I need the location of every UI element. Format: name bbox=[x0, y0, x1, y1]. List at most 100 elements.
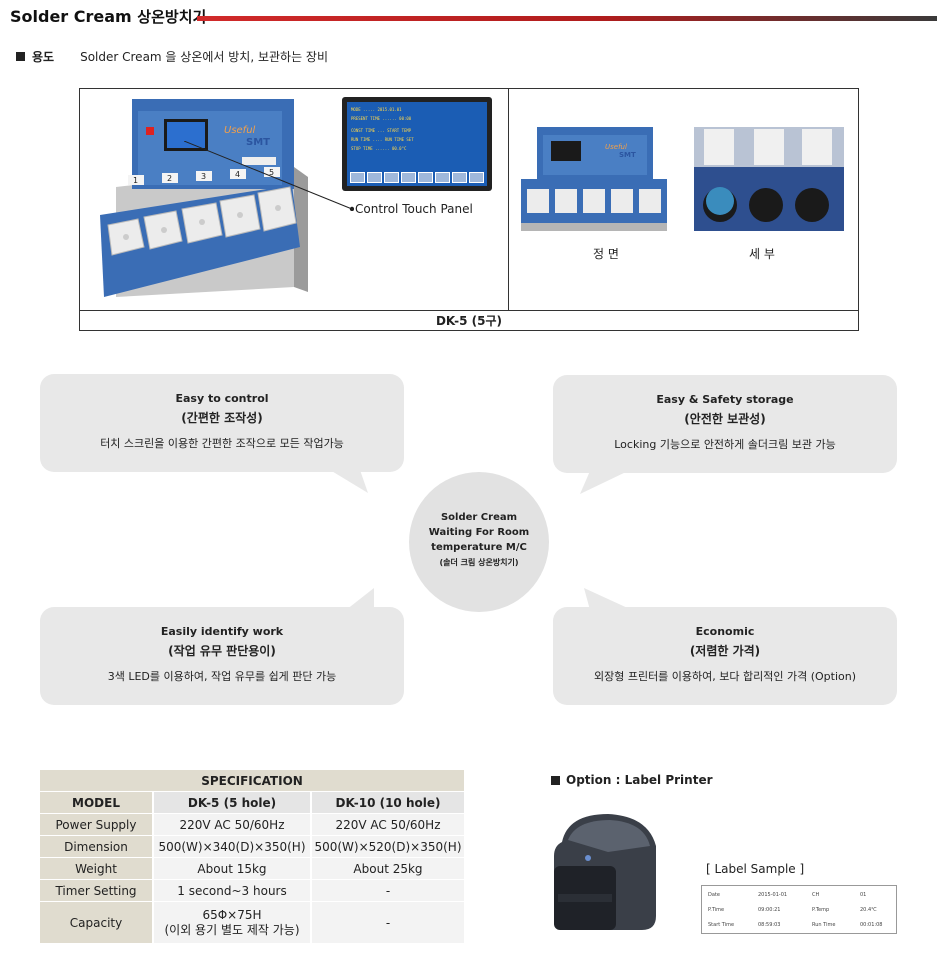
front-brand-smt: SMT bbox=[619, 151, 636, 159]
feature-desc: 터치 스크린을 이용한 간편한 조작으로 모든 작업가능 bbox=[100, 437, 344, 450]
page-title-en: Solder Cream bbox=[10, 7, 132, 26]
header-rule bbox=[197, 16, 937, 21]
square-bullet-icon bbox=[16, 52, 25, 61]
brand-smt: SMT bbox=[246, 137, 270, 148]
spec-row-label: Weight bbox=[40, 858, 154, 880]
capacity-line: (이외 용기 별도 제작 가능) bbox=[164, 922, 300, 937]
page-title: Solder Cream 상온방치기 bbox=[10, 6, 206, 27]
option-title-text: Option : Label Printer bbox=[566, 773, 713, 787]
feature-title-en: Easy to control bbox=[175, 392, 269, 405]
spec-cell: - bbox=[312, 880, 466, 902]
center-line: Solder Cream bbox=[440, 512, 518, 523]
detail-view-image bbox=[694, 127, 844, 231]
feature-title-ko: (간편한 조작성) bbox=[181, 411, 263, 425]
front-brand-useful: Useful bbox=[605, 143, 627, 151]
spec-row-label: Capacity bbox=[40, 902, 154, 944]
touch-panel-image: MODE ..... 2015.01.01 PRESENT TIME .....… bbox=[342, 97, 492, 191]
spec-header-dk10: DK-10 (10 hole) bbox=[312, 792, 466, 814]
label-key: Date bbox=[708, 892, 720, 898]
feature-title-en: Easy & Safety storage bbox=[656, 393, 794, 406]
spec-cell: 65Φ×75H (이외 용기 별도 제작 가능) bbox=[154, 902, 312, 944]
square-bullet-icon bbox=[551, 775, 560, 785]
hole-number: 2 bbox=[167, 174, 172, 183]
label-value: 08:59:03 bbox=[758, 922, 781, 928]
feature-title-ko: (작업 유무 판단용이) bbox=[168, 644, 276, 658]
side-photos-cell: Useful SMT 정 면 세 부 bbox=[509, 89, 859, 310]
feature-desc: 3색 LED를 이용하여, 작업 유무를 쉽게 판단 가능 bbox=[107, 670, 337, 683]
table-row: Capacity 65Φ×75H (이외 용기 별도 제작 가능) - bbox=[40, 902, 466, 944]
label-value: 20.4℃ bbox=[860, 907, 877, 913]
spec-cell: About 25kg bbox=[312, 858, 466, 880]
feature-card-economic: Economic (저렴한 가격) 외장형 프린터를 이용하여, 보다 합리적인… bbox=[553, 607, 897, 705]
hole-number: 3 bbox=[201, 172, 206, 181]
center-circle: Solder Cream Waiting For Room temperatur… bbox=[409, 472, 549, 612]
feature-desc: Locking 기능으로 안전하게 솔더크림 보관 가능 bbox=[614, 438, 836, 451]
spec-cell: - bbox=[312, 902, 466, 944]
label-value: 01 bbox=[860, 892, 867, 898]
detail-view-label: 세 부 bbox=[749, 247, 775, 261]
main-photo-cell: Useful SMT 1 2 3 4 5 bbox=[80, 89, 509, 310]
label-value: 09:00:21 bbox=[758, 907, 781, 913]
hole-number: 1 bbox=[133, 176, 138, 185]
feature-card-control: Easy to control (간편한 조작성) 터치 스크린을 이용한 간편… bbox=[40, 374, 404, 472]
label-key: P.Temp bbox=[812, 907, 830, 913]
feature-title-ko: (안전한 보관성) bbox=[684, 412, 766, 426]
spec-header-model: MODEL bbox=[40, 792, 154, 814]
hole-number: 5 bbox=[269, 168, 274, 177]
page-header: Solder Cream 상온방치기 bbox=[0, 0, 937, 40]
label-key: Run Time bbox=[812, 922, 836, 928]
speech-tail bbox=[330, 470, 368, 493]
table-row: Power Supply 220V AC 50/60Hz 220V AC 50/… bbox=[40, 814, 466, 836]
callout-label: Control Touch Panel bbox=[355, 202, 473, 216]
center-sub: (솔더 크림 상온방치기) bbox=[439, 558, 519, 567]
center-line: Waiting For Room bbox=[428, 527, 530, 538]
spec-cell: 500(W)×340(D)×350(H) bbox=[154, 836, 312, 858]
center-line: temperature M/C bbox=[431, 542, 527, 553]
feature-title-ko: (저렴한 가격) bbox=[689, 644, 761, 658]
spec-header-dk5: DK-5 (5 hole) bbox=[154, 792, 312, 814]
feature-card-identify: Easily identify work (작업 유무 판단용이) 3색 LED… bbox=[40, 607, 404, 705]
label-value: 00:01:08 bbox=[860, 922, 883, 928]
table-row: Dimension 500(W)×340(D)×350(H) 500(W)×52… bbox=[40, 836, 466, 858]
label-sample: Date 2015-01-01 CH 01 P.Time 09:00:21 P.… bbox=[701, 885, 897, 934]
table-row: Weight About 15kg About 25kg bbox=[40, 858, 466, 880]
spec-cell: 220V AC 50/60Hz bbox=[154, 814, 312, 836]
speech-tail bbox=[584, 588, 632, 610]
spec-cell: 220V AC 50/60Hz bbox=[312, 814, 466, 836]
spec-table: SPECIFICATION MODEL DK-5 (5 hole) DK-10 … bbox=[40, 770, 466, 944]
label-key: CH bbox=[812, 892, 820, 898]
speech-tail bbox=[346, 588, 374, 610]
spec-row-label: Timer Setting bbox=[40, 880, 154, 902]
label-printer-image bbox=[554, 814, 656, 930]
feature-desc: 외장형 프린터를 이용하여, 보다 합리적인 가격 (Option) bbox=[593, 670, 857, 683]
model-caption: DK-5 (5구) bbox=[80, 310, 858, 330]
speech-tail bbox=[580, 471, 628, 494]
front-view-label: 정 면 bbox=[593, 247, 619, 261]
capacity-line: 65Φ×75H bbox=[202, 907, 262, 922]
machine-image: Useful SMT 1 2 3 4 5 bbox=[100, 99, 308, 297]
usage-label: 용도 bbox=[32, 50, 55, 64]
product-photo-box: Useful SMT 1 2 3 4 5 bbox=[79, 88, 859, 331]
page-title-ko: 상온방치기 bbox=[137, 8, 207, 26]
option-title: Option : Label Printer bbox=[551, 773, 713, 787]
label-key: Start Time bbox=[708, 922, 735, 928]
front-view-image: Useful SMT bbox=[521, 127, 667, 231]
spec-cell: 1 second~3 hours bbox=[154, 880, 312, 902]
spec-row-label: Dimension bbox=[40, 836, 154, 858]
label-sample-title: [ Label Sample ] bbox=[706, 862, 805, 876]
spec-cell: About 15kg bbox=[154, 858, 312, 880]
brand-useful: Useful bbox=[224, 125, 256, 136]
table-row: Timer Setting 1 second~3 hours - bbox=[40, 880, 466, 902]
feature-card-storage: Easy & Safety storage (안전한 보관성) Locking … bbox=[553, 375, 897, 473]
callout-leader-line bbox=[184, 141, 354, 211]
usage-line: 용도 Solder Cream 을 상온에서 방치, 보관하는 장비 bbox=[16, 48, 328, 65]
feature-title-en: Economic bbox=[695, 625, 755, 638]
usage-text: Solder Cream 을 상온에서 방치, 보관하는 장비 bbox=[80, 50, 329, 64]
feature-title-en: Easily identify work bbox=[160, 625, 284, 638]
hole-number: 4 bbox=[235, 170, 240, 179]
spec-row-label: Power Supply bbox=[40, 814, 154, 836]
spec-caption: SPECIFICATION bbox=[40, 770, 466, 792]
label-value: 2015-01-01 bbox=[758, 892, 788, 898]
spec-cell: 500(W)×520(D)×350(H) bbox=[312, 836, 466, 858]
label-key: P.Time bbox=[708, 907, 725, 913]
